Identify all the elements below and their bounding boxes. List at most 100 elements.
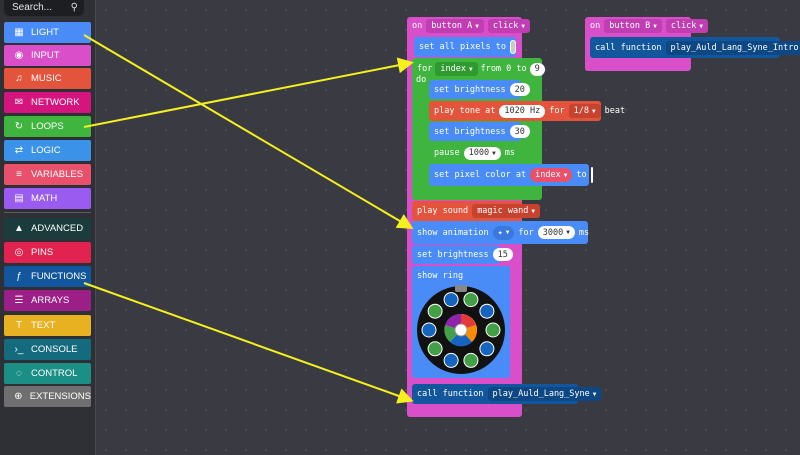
sound-dropdown[interactable]: magic wand▼ [472, 204, 540, 218]
event-on-label: on [590, 21, 601, 31]
color-wheel-blue[interactable] [450, 330, 472, 347]
sparkle-icon: ✦ [497, 227, 503, 238]
function-name-dropdown[interactable]: play_Auld_Lang_Syne▼ [487, 387, 602, 401]
headphones-icon: ♫ [15, 73, 23, 84]
ring-pixel-editor[interactable] [415, 284, 507, 376]
button-b-dropdown[interactable]: button B▼ [604, 19, 662, 33]
category-extensions[interactable]: ⊕EXTENSIONS [4, 386, 91, 407]
text-icon: T [15, 320, 23, 331]
category-input[interactable]: ◉INPUT [4, 45, 91, 66]
array-icon: ☰ [14, 295, 24, 306]
call-function-main-block[interactable]: call function play_Auld_Lang_Syne▼ [412, 384, 602, 404]
ring-led-8[interactable] [427, 303, 443, 319]
brightness-input-2[interactable]: 30 [509, 125, 530, 138]
ring-led-2[interactable] [485, 322, 501, 338]
search-placeholder: Search... [12, 2, 53, 13]
show-ring-label: show ring [417, 271, 464, 281]
radio-icon: ◉ [14, 50, 24, 61]
brightness-input-1[interactable]: 20 [509, 83, 530, 96]
ring-led-0[interactable] [463, 292, 479, 308]
category-label: TEXT [31, 320, 56, 331]
ring-led-3[interactable] [479, 341, 495, 357]
brightness-input-3[interactable]: 15 [492, 248, 513, 261]
category-light[interactable]: ▦LIGHT [4, 22, 91, 43]
category-label: FUNCTIONS [31, 271, 87, 282]
category-network[interactable]: ✉NETWORK [4, 92, 91, 113]
function-icon: ƒ [16, 271, 22, 282]
ring-led-1[interactable] [479, 303, 495, 319]
category-functions[interactable]: ƒ FUNCTIONS [4, 266, 91, 287]
target-icon: ◎ [14, 247, 24, 258]
category-console[interactable]: ›_ CONSOLE [4, 339, 91, 360]
search-input[interactable]: Search... ⚲ [4, 0, 84, 16]
beat-dropdown[interactable]: 1/8▼ [568, 104, 601, 118]
set-all-pixels-block[interactable]: set all pixels to [414, 37, 516, 57]
event-on-label: on [412, 21, 423, 31]
button-a-dropdown[interactable]: button A▼ [426, 19, 484, 33]
category-arrays[interactable]: ☰ ARRAYS [4, 290, 91, 311]
terminal-icon: ›_ [14, 344, 24, 355]
plus-icon: ⊕ [14, 391, 23, 402]
show-animation-label: show animation [417, 227, 489, 238]
ring-led-4[interactable] [463, 352, 479, 368]
loop-end-input[interactable]: 9 [529, 62, 545, 76]
index-variable-reporter[interactable]: index▼ [530, 168, 573, 182]
category-advanced[interactable]: ▲ADVANCED [4, 218, 91, 239]
calculator-icon: ▤ [14, 193, 24, 204]
tone-for-label: for [549, 106, 565, 116]
pause-label: pause [434, 148, 460, 158]
category-logic[interactable]: ⇄LOGIC [4, 140, 91, 161]
category-label: ARRAYS [31, 295, 70, 306]
category-control[interactable]: ◌ CONTROL [4, 363, 91, 384]
category-label: CONSOLE [31, 344, 78, 355]
category-variables[interactable]: ≡VARIABLES [4, 164, 91, 185]
category-music[interactable]: ♫MUSIC [4, 68, 91, 89]
animation-for-label: for [518, 227, 534, 238]
set-brightness-label: set brightness [434, 126, 506, 137]
block-workspace[interactable]: on button A▼ click▼ set all pixels to fo… [96, 0, 800, 455]
refresh-icon: ↻ [14, 121, 24, 132]
show-animation-block[interactable]: show animation ✦▼ for 3000▼ ms [412, 221, 589, 244]
play-tone-label: play tone at [434, 106, 496, 116]
category-pins[interactable]: ◎ PINS [4, 242, 91, 263]
show-ring-block[interactable]: show ring [412, 266, 510, 378]
pause-block[interactable]: pause 1000▼ ms [429, 143, 515, 163]
click-event-dropdown[interactable]: click▼ [665, 19, 709, 33]
category-label: PINS [31, 247, 54, 258]
category-loops[interactable]: ↻LOOPS [4, 116, 91, 137]
animation-dropdown[interactable]: ✦▼ [492, 225, 515, 240]
dotted-circle-icon: ◌ [16, 368, 22, 379]
category-label: CONTROL [31, 368, 78, 379]
ring-led-7[interactable] [421, 322, 437, 338]
ring-led-6[interactable] [427, 341, 443, 357]
list-icon: ≡ [16, 169, 22, 180]
color-swatch-grey[interactable] [510, 40, 516, 54]
ring-led-9[interactable] [443, 292, 459, 308]
color-wheel-hub [454, 323, 468, 337]
shuffle-icon: ⇄ [14, 145, 24, 156]
call-function-label: call function [417, 389, 484, 399]
color-swatch-navy[interactable] [590, 167, 593, 183]
call-function-intro-block[interactable]: call function play_Auld_Lang_Syne_Intro▼ [590, 37, 800, 58]
search-icon[interactable]: ⚲ [70, 2, 78, 13]
play-tone-block[interactable]: play tone at 1020 Hz for 1/8▼ beat [429, 101, 625, 121]
category-label: LIGHT [31, 27, 59, 38]
category-text[interactable]: T TEXT [4, 315, 91, 336]
pause-duration-dropdown[interactable]: 1000▼ [463, 146, 501, 160]
tone-frequency-input[interactable]: 1020 Hz [499, 104, 546, 118]
ring-led-5[interactable] [443, 352, 459, 368]
for-label: for [417, 64, 433, 74]
chevron-up-icon: ▲ [14, 223, 24, 234]
animation-duration-dropdown[interactable]: 3000▼ [537, 226, 575, 239]
category-math[interactable]: ▤MATH [4, 188, 91, 209]
play-sound-block[interactable]: play sound magic wand▼ [412, 201, 540, 221]
click-event-dropdown[interactable]: click▼ [487, 19, 531, 33]
set-pixel-color-block[interactable]: set pixel color at index▼ to [429, 164, 593, 186]
pause-unit-label: ms [504, 148, 515, 158]
index-variable-dropdown[interactable]: index▼ [435, 62, 478, 76]
function-name-dropdown[interactable]: play_Auld_Lang_Syne_Intro▼ [665, 40, 800, 55]
pixel-to-label: to [576, 170, 587, 180]
